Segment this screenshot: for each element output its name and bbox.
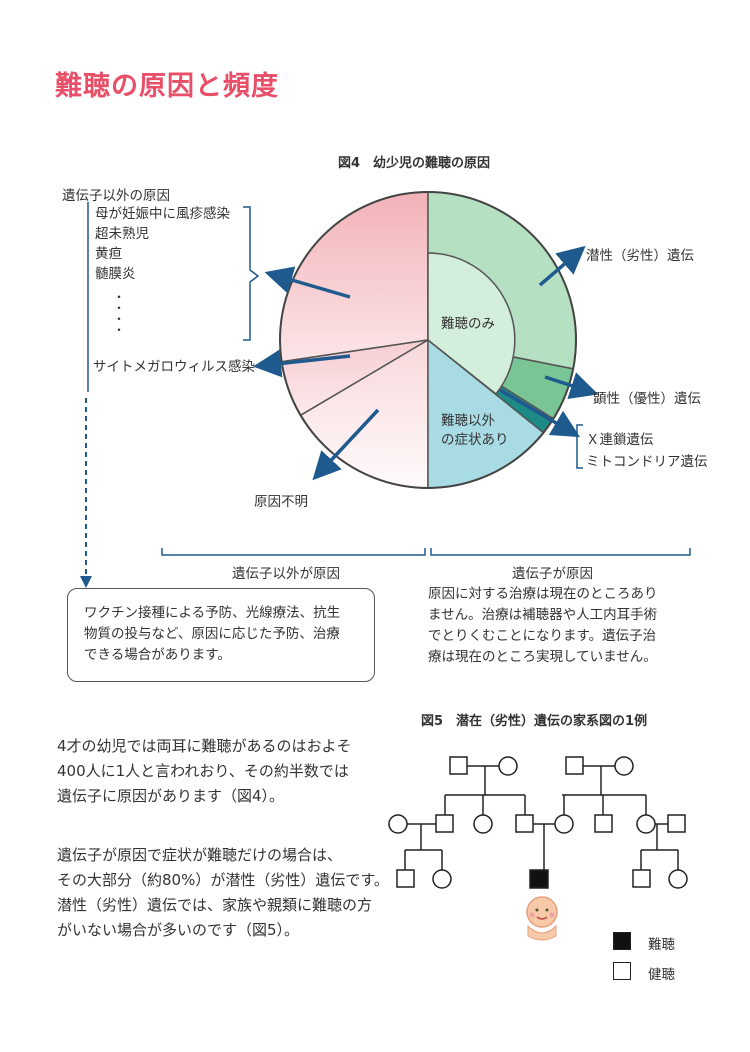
body-line: その大部分（約80%）が潜性（劣性）遺伝です。: [57, 871, 389, 889]
figure4-pie-chart: [80, 191, 691, 588]
left-group-items: 母が妊娠中に風疹感染 超未熟児 黄疸 髄膜炎: [95, 204, 230, 284]
bracket-xlinked: [576, 424, 583, 469]
page-title: 難聴の原因と頻度: [55, 71, 279, 102]
xlinked-label: Ｘ連鎖遺伝: [586, 432, 654, 448]
inner-hearing-only-label: 難聴のみ: [441, 316, 495, 332]
arrow-unknown: [312, 408, 380, 481]
ellipsis-dots: ・ ・ ・ ・: [113, 290, 126, 337]
para-line: 原因に対する治療は現在のところあり: [428, 586, 658, 602]
prevention-note-box: ワクチン接種による予防、光線療法、抗生 物質の投与など、原因に応じた予防、治療 …: [67, 588, 375, 682]
legend-normal-label: 健聴: [648, 967, 675, 983]
arrow-xlinked: [499, 388, 581, 438]
left-group-title: 遺伝子以外の原因: [62, 188, 170, 204]
bracket-non-genetic-label: 遺伝子以外が原因: [232, 566, 340, 582]
para-line: 療は現在のところ実現していません。: [428, 649, 657, 665]
bracket-genetic-label: 遺伝子が原因: [512, 566, 593, 582]
pedigree-female: [614, 756, 634, 776]
legend-normal-square: [613, 962, 631, 980]
legend-affected-square: [613, 932, 631, 950]
para-line: ません。治療は補聴器や人工内耳手術: [428, 607, 658, 623]
figure5-pedigree: [388, 756, 688, 941]
pie-slice-other-causes: [279, 191, 429, 363]
figure5-title: 図5 潜在（劣性）遺伝の家系図の1例: [421, 714, 648, 729]
body-line: 遺伝子が原因で症状が難聴だけの場合は、: [57, 846, 343, 864]
para-line: でとりくむことになります。遺伝子治: [428, 628, 657, 644]
bracket-causes-right: [243, 206, 260, 341]
pedigree-female: [636, 814, 656, 834]
pedigree-male: [435, 814, 454, 833]
body-line: 潜性（劣性）遺伝では、家族や親類に難聴の方: [57, 896, 373, 914]
pedigree-male: [632, 869, 651, 888]
note-line: ワクチン接種による予防、光線療法、抗生: [84, 605, 341, 621]
cause-meningitis: 髄膜炎: [95, 266, 136, 282]
legend-affected-label: 難聴: [648, 937, 675, 953]
dominant-label: 顕性（優性）遺伝: [593, 391, 701, 407]
arrow-dominant: [544, 372, 599, 399]
inner-symptoms-label-1: 難聴以外: [441, 413, 495, 429]
pedigree-female: [554, 814, 574, 834]
recessive-label: 潜性（劣性）遺伝: [586, 248, 694, 264]
unknown-label: 原因不明: [254, 494, 308, 510]
pedigree-male: [594, 814, 613, 833]
pedigree-male: [396, 869, 415, 888]
pedigree-female: [388, 814, 408, 834]
inner-symptoms-label-2: の症状あり: [441, 432, 509, 448]
mito-label: ミトコンドリア遺伝: [586, 454, 708, 470]
body-line: 遺伝子に原因があります（図4）。: [57, 787, 285, 805]
body-line: 400人に1人と言われおり、その約半数では: [57, 762, 349, 780]
body-paragraph-1: 4才の幼児では両耳に難聴があるのはおよそ 400人に1人と言われおり、その約半数…: [57, 734, 352, 809]
pedigree-male: [449, 756, 468, 775]
arrow-other-causes: [264, 266, 351, 299]
cause-jaundice: 黄疸: [95, 246, 122, 262]
body-paragraph-2: 遺伝子が原因で症状が難聴だけの場合は、 その大部分（約80%）が潜性（劣性）遺伝…: [57, 843, 389, 943]
pedigree-female: [668, 869, 688, 889]
body-line: 4才の幼児では両耳に難聴があるのはおよそ: [57, 737, 352, 755]
bracket-genetic: [430, 548, 691, 556]
arrow-recessive: [538, 245, 586, 287]
pedigree-female: [432, 869, 452, 889]
cause-rubella: 母が妊娠中に風疹感染: [95, 206, 230, 222]
bracket-non-genetic: [161, 548, 426, 556]
figure4-title: 図4 幼少児の難聴の原因: [338, 156, 491, 171]
pedigree-male: [515, 814, 534, 833]
pedigree-male: [565, 756, 584, 775]
note-line: 物質の投与など、原因に応じた予防、治療: [84, 626, 340, 642]
cause-premature: 超未熟児: [95, 226, 149, 242]
body-line: がいない場合が多いのです（図5）。: [57, 921, 300, 939]
pedigree-female: [473, 814, 493, 834]
arrow-cmv: [253, 349, 351, 378]
gene-treatment-paragraph: 原因に対する治療は現在のところあり ません。治療は補聴器や人工内耳手術 でとりく…: [428, 584, 658, 668]
cmv-label: サイトメガロウィルス感染: [93, 359, 255, 375]
pedigree-male: [667, 814, 686, 833]
pedigree-male-affected: [529, 869, 549, 889]
baby-illustration: [526, 896, 558, 941]
note-line: できる場合があります。: [84, 647, 231, 663]
pedigree-female: [498, 756, 518, 776]
pie-inner-hearing-only: [427, 252, 516, 396]
